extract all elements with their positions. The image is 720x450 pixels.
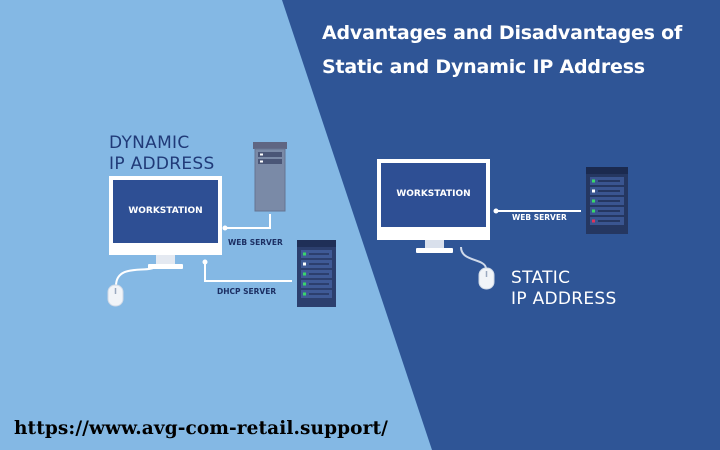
static-label-line-2: IP ADDRESS bbox=[511, 289, 617, 309]
dynamic-dhcp-connector bbox=[204, 262, 292, 282]
static-web-server-icon bbox=[586, 167, 628, 234]
page-title: Advantages and Disadvantages of Static a… bbox=[322, 16, 714, 84]
dynamic-dhcp-server-label: DHCP SERVER bbox=[217, 287, 277, 296]
static-monitor-screen bbox=[381, 163, 486, 227]
dynamic-label-line-2: IP ADDRESS bbox=[109, 154, 215, 174]
title-line-1: Advantages and Disadvantages of bbox=[322, 22, 683, 44]
dynamic-dhcp-server-icon bbox=[297, 240, 336, 307]
static-mouse-cable bbox=[460, 246, 487, 269]
static-workstation-label: WORKSTATION bbox=[396, 189, 471, 199]
static-label-line-1: STATIC bbox=[511, 268, 571, 288]
dynamic-label-line-1: DYNAMIC bbox=[109, 133, 190, 153]
title-line-2: Static and Dynamic IP Address bbox=[322, 56, 645, 78]
dynamic-web-server-connector bbox=[225, 214, 271, 229]
dynamic-monitor bbox=[109, 176, 222, 269]
static-mouse-icon bbox=[478, 267, 495, 290]
dynamic-mouse-icon bbox=[107, 284, 124, 307]
footer-url: https://www.avg-com-retail.support/ bbox=[14, 418, 388, 439]
dynamic-web-server-label: WEB SERVER bbox=[228, 238, 283, 247]
static-monitor bbox=[377, 159, 490, 253]
dynamic-monitor-screen bbox=[113, 180, 218, 243]
dynamic-web-server-icon bbox=[253, 142, 287, 212]
static-ip-label: STATIC IP ADDRESS bbox=[511, 268, 617, 310]
dynamic-workstation-label: WORKSTATION bbox=[128, 206, 203, 216]
static-web-server-label: WEB SERVER bbox=[512, 213, 567, 222]
right-background bbox=[282, 0, 720, 450]
dynamic-ip-label: DYNAMIC IP ADDRESS bbox=[109, 133, 215, 175]
